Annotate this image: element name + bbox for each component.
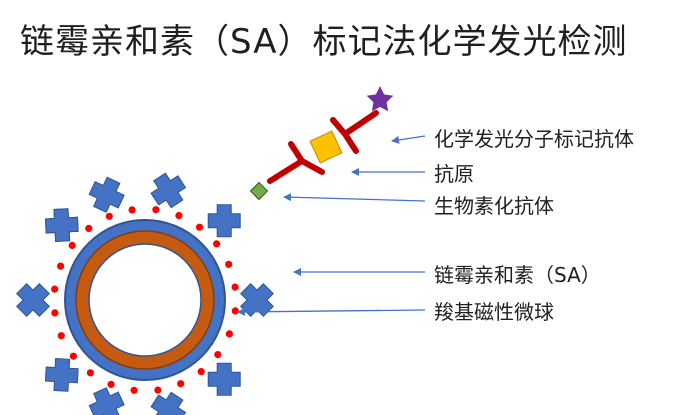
carboxyl-dot	[231, 283, 239, 291]
carboxyl-dot	[57, 262, 65, 270]
carboxyl-dot	[225, 260, 233, 268]
page-title: 链霉亲和素（SA）标记法化学发光检测	[20, 22, 628, 62]
carboxyl-dot	[225, 330, 233, 338]
carboxyl-magnetic-bead	[64, 219, 226, 381]
carboxyl-dot	[152, 206, 160, 214]
arrow-chem-antibody	[391, 135, 426, 144]
biotin-square	[249, 181, 269, 201]
label-antigen: 抗原	[434, 162, 474, 186]
streptavidin-cross	[150, 391, 187, 415]
carboxyl-dot	[57, 332, 65, 340]
carboxyl-dot	[105, 212, 113, 220]
bead-center	[88, 243, 202, 357]
streptavidin-cross	[150, 172, 187, 209]
carboxyl-dot	[214, 351, 222, 359]
carboxyl-dot	[51, 285, 59, 293]
antigen-square	[309, 130, 343, 164]
carboxyl-dot	[196, 223, 204, 231]
carboxyl-dot	[197, 368, 205, 376]
carboxyl-dots-group	[51, 206, 239, 394]
star-icon	[366, 86, 394, 112]
streptavidin-cross	[44, 208, 79, 242]
carboxyl-dot	[130, 386, 138, 394]
carboxyl-dot	[86, 369, 94, 377]
carboxyl-dot	[128, 206, 136, 214]
carboxyl-dot	[177, 380, 185, 388]
label-biotinylated-antibody: 生物素化抗体	[434, 194, 554, 218]
streptavidin-cross	[16, 283, 50, 317]
carboxyl-dot	[69, 352, 77, 360]
carboxyl-dot	[68, 241, 76, 249]
streptavidin-cross	[207, 204, 241, 238]
label-streptavidin: 链霉亲和素（SA）	[434, 263, 601, 287]
label-chemiluminescent-antibody: 化学发光分子标记抗体	[434, 127, 634, 151]
streptavidin-group	[16, 172, 274, 415]
streptavidin-cross	[44, 358, 79, 392]
carboxyl-dot	[213, 240, 221, 248]
carboxyl-dot	[51, 309, 59, 317]
chemiluminescent-antibody	[330, 110, 379, 154]
streptavidin-cross	[207, 362, 241, 396]
streptavidin-cross	[240, 283, 274, 317]
biotinylated-antibody	[267, 141, 325, 184]
label-magnetic-bead: 羧基磁性微球	[434, 300, 554, 324]
carboxyl-dot	[175, 212, 183, 220]
arrow-biotin-antibody	[283, 193, 426, 202]
streptavidin-cross	[88, 387, 125, 415]
carboxyl-dot	[231, 307, 239, 315]
streptavidin-cross	[88, 176, 125, 213]
arrow-bead	[237, 307, 426, 316]
carboxyl-dot	[154, 386, 162, 394]
carboxyl-dot	[107, 380, 115, 388]
carboxyl-dot	[85, 224, 93, 232]
